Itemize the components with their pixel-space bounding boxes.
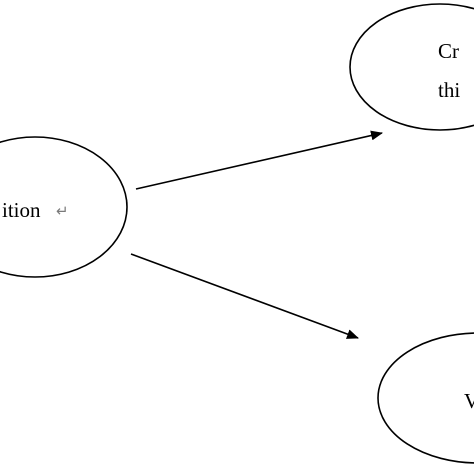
node-bottom-right-ellipse	[377, 332, 474, 464]
edge-left-to-bottom-right	[130, 253, 359, 339]
edge-left-to-top-right	[135, 130, 383, 190]
paragraph-mark-icon: ↵	[56, 202, 69, 220]
node-bottom-right-label: V	[464, 389, 474, 413]
node-left-ellipse	[0, 136, 128, 278]
node-top-right: Cr thi	[349, 3, 474, 131]
node-bottom-right: V	[377, 332, 474, 464]
node-left: ition ↵	[0, 136, 128, 278]
node-left-label: ition	[2, 198, 41, 222]
node-top-right-label-line1: Cr	[438, 39, 459, 63]
node-top-right-label-line2: thi	[438, 78, 460, 102]
node-top-right-ellipse	[349, 3, 474, 131]
